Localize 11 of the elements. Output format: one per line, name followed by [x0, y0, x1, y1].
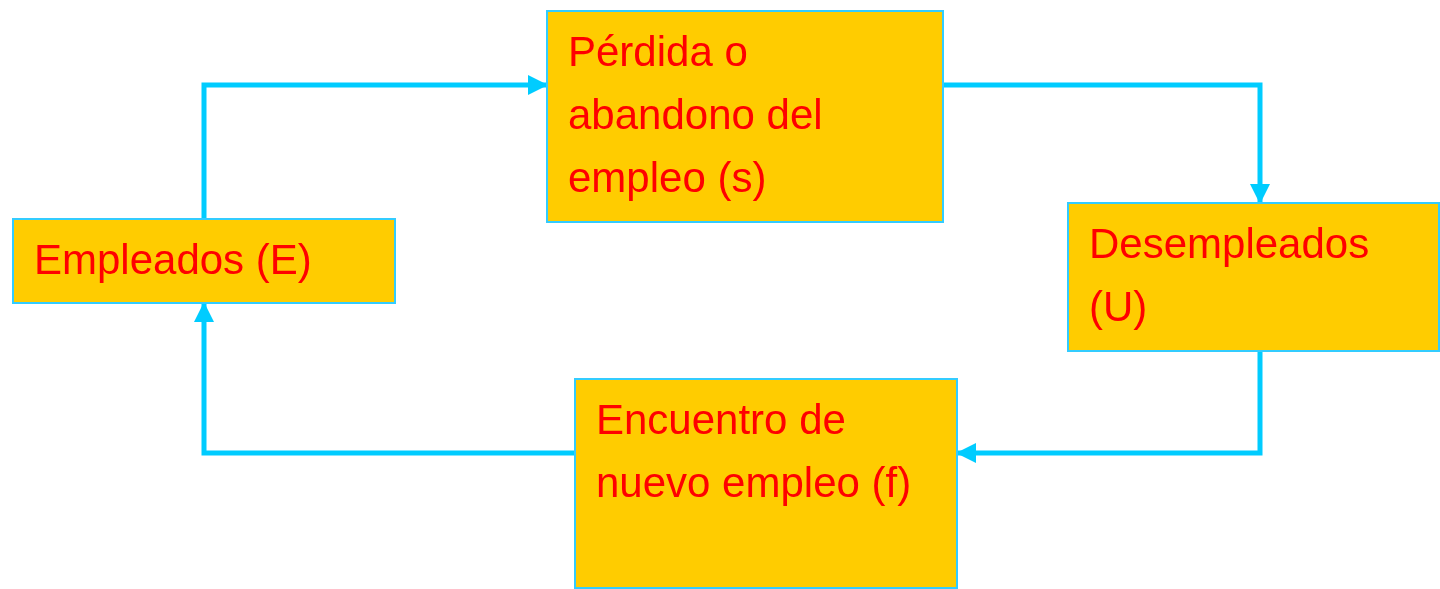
box-label: Encuentro de nuevo empleo (f) [596, 395, 913, 508]
box-label: Pérdida o abandono del empleo (s) [568, 27, 824, 203]
box-label: Desempleados (U) [1089, 219, 1371, 332]
arrow [201, 75, 548, 218]
process-box [1067, 202, 1440, 352]
box-label: Empleados (E) [34, 235, 313, 285]
arrow [194, 302, 574, 456]
process-box [12, 218, 396, 304]
arrow [944, 82, 1270, 204]
process-box [574, 378, 958, 589]
process-box [546, 10, 944, 223]
